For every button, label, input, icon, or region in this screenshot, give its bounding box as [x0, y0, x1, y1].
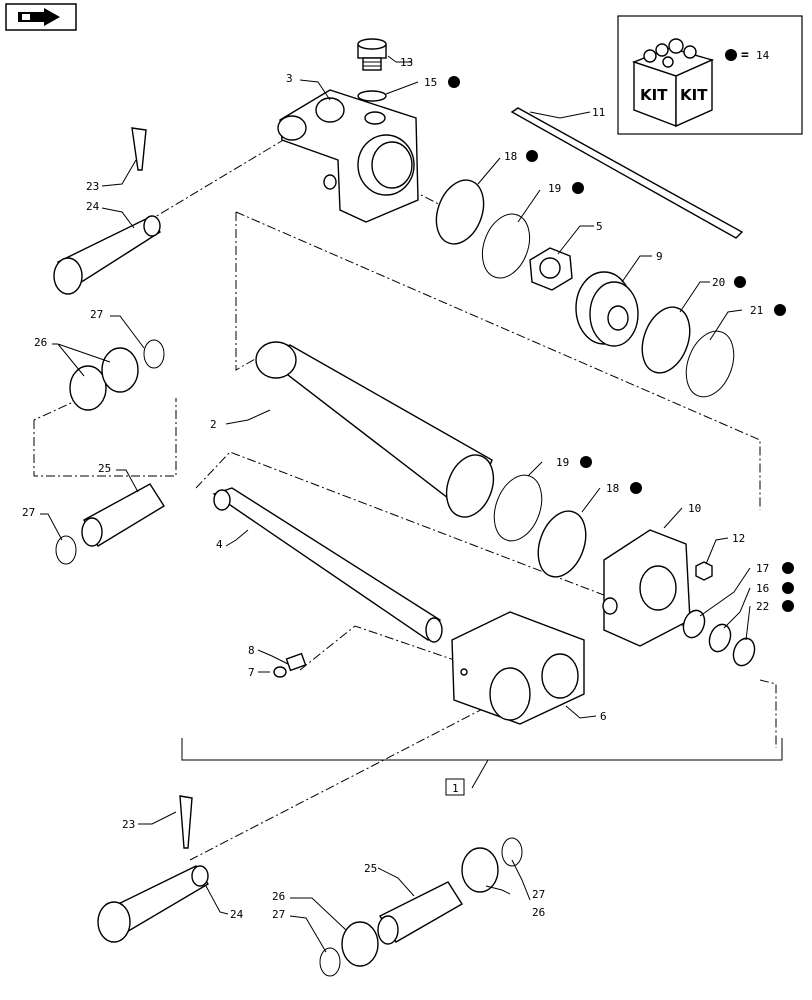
- callout-18-top: 18: [504, 150, 517, 163]
- part-snap-ring-left-bottom: [55, 535, 77, 565]
- dot-18-top: [526, 150, 538, 162]
- assembly-bracket: [181, 738, 783, 796]
- callout-2: 2: [210, 418, 217, 431]
- callout-26-bottom-right: 26: [532, 906, 545, 919]
- part-pin-left: [81, 483, 165, 547]
- kit-word-right: KIT: [680, 86, 708, 104]
- part-snap-ring-left-top: [143, 339, 165, 369]
- callout-20: 20: [712, 276, 725, 289]
- dot-17: [782, 562, 794, 574]
- callout-7: 7: [248, 666, 255, 679]
- part-pin-bottom: [97, 865, 209, 943]
- callout-16: 16: [756, 582, 769, 595]
- callout-25-bottom: 25: [364, 862, 377, 875]
- part-oring-right: [685, 330, 735, 398]
- dot-18-lower: [630, 482, 642, 494]
- callout-18-lower: 18: [606, 482, 619, 495]
- callout-23-bottom: 23: [122, 818, 135, 831]
- callout-24-top: 24: [86, 200, 100, 213]
- callout-10: 10: [688, 502, 701, 515]
- callout-27-bottom-right: 27: [532, 888, 545, 901]
- part-piston-rod: [212, 487, 443, 643]
- part-plug-small: [695, 561, 713, 581]
- part-seal-17: [682, 609, 706, 639]
- callout-3: 3: [286, 72, 293, 85]
- dot-19-top: [572, 182, 584, 194]
- part-clevis: [451, 611, 585, 725]
- part-seal-16: [708, 623, 732, 653]
- callout-12: 12: [732, 532, 745, 545]
- callout-22: 22: [756, 600, 769, 613]
- callout-27-left-top: 27: [90, 308, 103, 321]
- callout-25-left: 25: [98, 462, 111, 475]
- kit-box-icon: KIT KIT: [631, 38, 715, 128]
- kit-legend: KIT KIT = 14: [617, 15, 803, 135]
- next-page-arrow-icon: [18, 8, 60, 26]
- dot-22: [782, 600, 794, 612]
- part-cylinder-head: [277, 89, 419, 223]
- callout-1: 1: [452, 782, 459, 795]
- callout-15: 15: [424, 76, 437, 89]
- dot-19-lower: [580, 456, 592, 468]
- dot-15: [448, 76, 460, 88]
- part-washer-bottom-right: [461, 847, 499, 893]
- part-washer-left-1: [69, 365, 107, 411]
- part-grease-fitting: [273, 652, 307, 678]
- callout-19-top: 19: [548, 182, 561, 195]
- leader-lines: [40, 55, 751, 953]
- callout-17: 17: [756, 562, 769, 575]
- part-snap-ring-bottom-right: [501, 837, 523, 867]
- callout-4: 4: [216, 538, 223, 551]
- part-piston: [575, 271, 639, 347]
- part-pin-top: [53, 215, 162, 295]
- part-backup-ring-right: [641, 306, 691, 374]
- callout-5: 5: [596, 220, 603, 233]
- kit-equals: =: [741, 48, 749, 63]
- part-oring-top: [481, 213, 531, 279]
- dot-20: [734, 276, 746, 288]
- part-oring-lower: [493, 474, 543, 542]
- kit-part-number: 14: [756, 49, 770, 62]
- callout-27-bottom-left: 27: [272, 908, 285, 921]
- kit-marker-dot: [725, 49, 737, 61]
- dot-16: [782, 582, 794, 594]
- part-washer-bottom-left: [341, 921, 379, 967]
- part-seal-22: [732, 637, 756, 667]
- part-cotter-top: [131, 127, 147, 171]
- callout-labels: 13 15 3 11 18 19 5 9 20 21 2 19 18 4 10 …: [22, 56, 769, 921]
- callout-9: 9: [656, 250, 663, 263]
- part-backup-ring-lower: [537, 510, 587, 578]
- part-oring-small: [357, 90, 387, 102]
- part-plug: [357, 38, 387, 71]
- callout-8: 8: [248, 644, 255, 657]
- part-pin-bottom-small: [377, 881, 463, 945]
- callout-27-left-bottom: 27: [22, 506, 35, 519]
- part-barrel: [255, 341, 495, 518]
- callout-24-bottom: 24: [230, 908, 244, 921]
- callout-26-bottom-left: 26: [272, 890, 285, 903]
- kit-marker-dots: [448, 76, 794, 612]
- kit-word-left: KIT: [640, 86, 668, 104]
- part-backup-ring-top: [435, 179, 485, 245]
- next-page-button[interactable]: [5, 3, 77, 31]
- part-cotter-bottom: [179, 795, 193, 849]
- part-nut: [529, 247, 573, 291]
- callout-13: 13: [400, 56, 413, 69]
- part-gland: [602, 529, 691, 647]
- callout-19-lower: 19: [556, 456, 569, 469]
- callout-23-top: 23: [86, 180, 99, 193]
- part-snap-ring-bottom-left: [319, 947, 341, 977]
- part-tie-rod: [510, 107, 744, 239]
- callout-26-left: 26: [34, 336, 47, 349]
- callout-11: 11: [592, 106, 605, 119]
- part-washer-left-2: [101, 347, 139, 393]
- callout-6: 6: [600, 710, 607, 723]
- callout-21: 21: [750, 304, 763, 317]
- dot-21: [774, 304, 786, 316]
